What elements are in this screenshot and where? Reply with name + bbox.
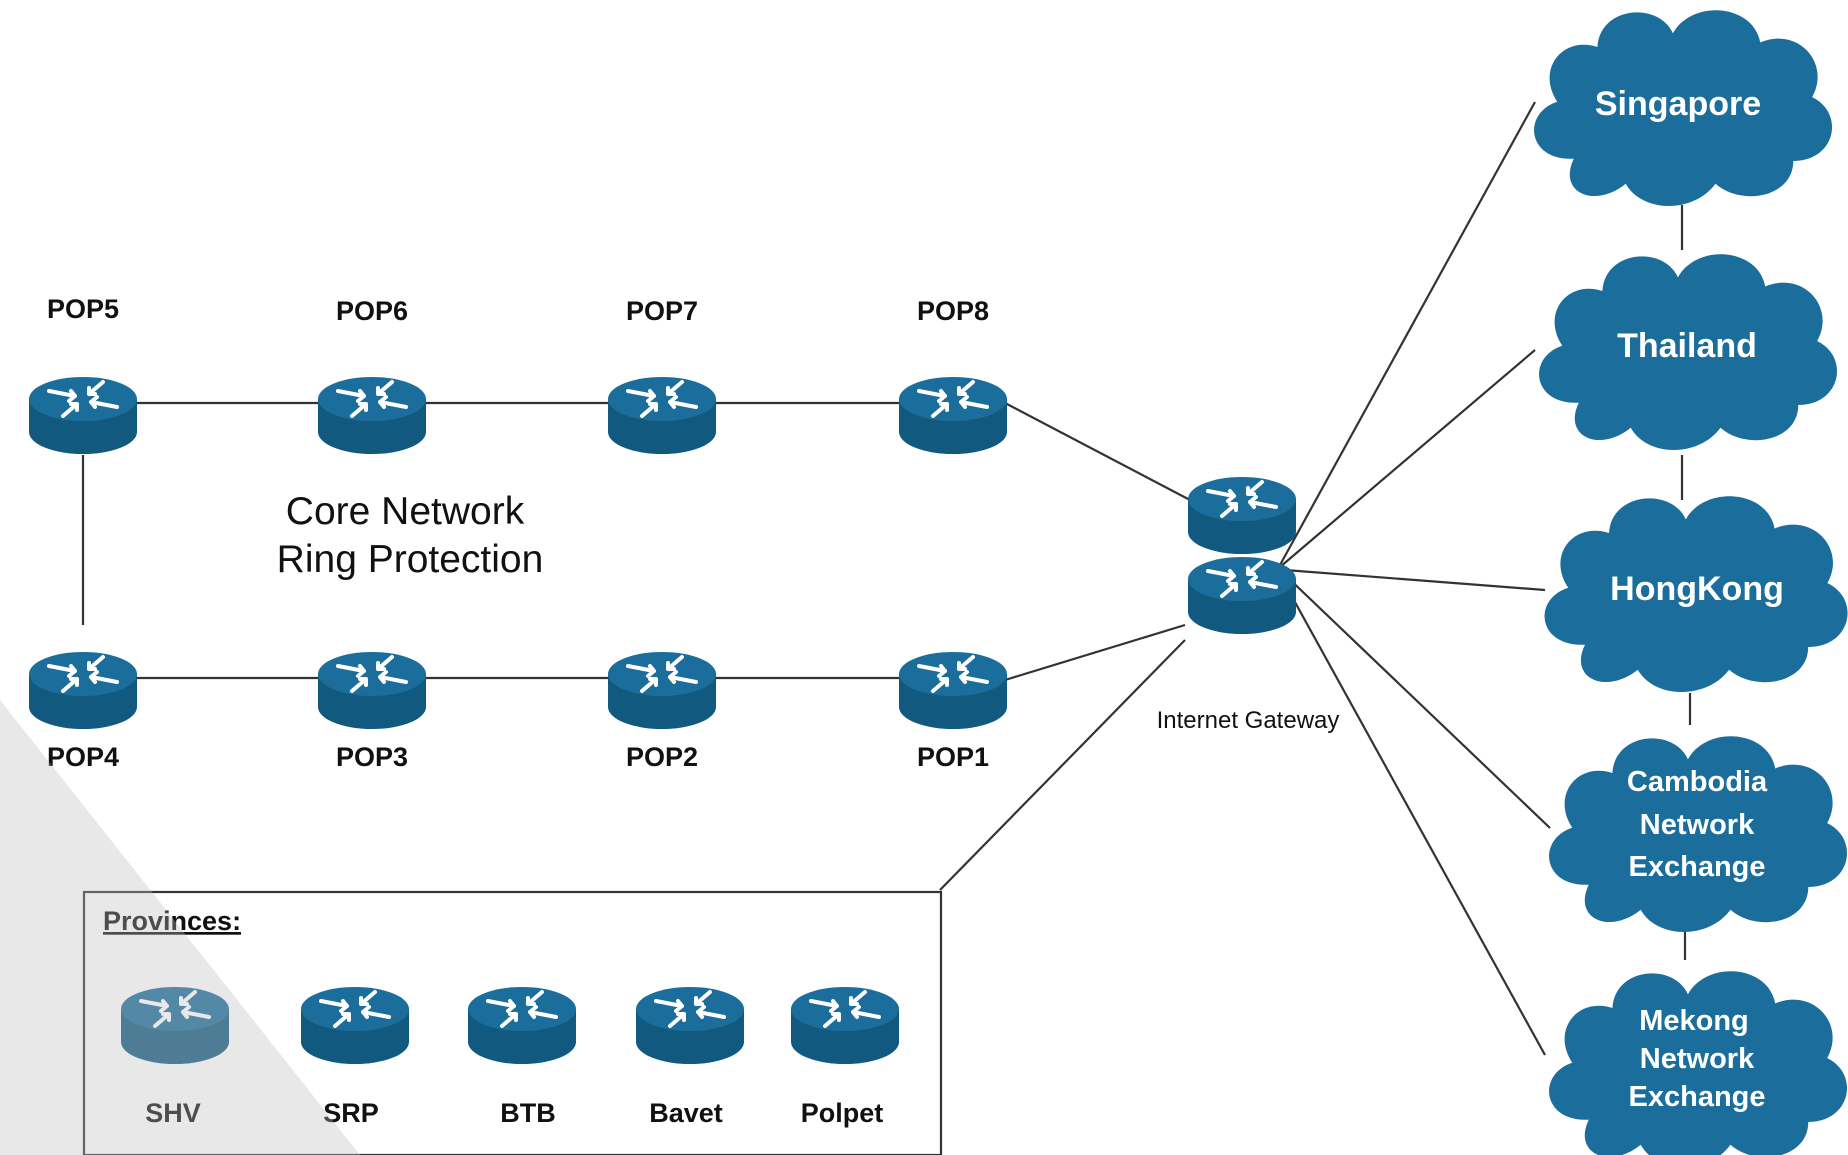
router-icon: [606, 650, 718, 731]
pop7-label: POP7: [626, 296, 698, 326]
link-gateway-provinces: [939, 639, 1186, 891]
gateway-label: Internet Gateway: [1157, 707, 1340, 734]
link-gateway-singapore: [1279, 101, 1536, 566]
province-srp-label: SRP: [323, 1098, 379, 1128]
router-icon: [897, 650, 1009, 731]
router-icon: [27, 650, 139, 731]
cloud-mnx-line3: Exchange: [1629, 1081, 1766, 1113]
router-icon: [316, 375, 428, 456]
pop3-label: POP3: [336, 742, 408, 772]
cloud-cnx-line2: Network: [1640, 809, 1755, 841]
link-gateway-mnx: [1279, 574, 1546, 1056]
link-gateway-thailand: [1279, 349, 1536, 568]
province-polpet-label: Polpet: [801, 1098, 884, 1128]
cloud-mnx-line2: Network: [1640, 1043, 1755, 1075]
cloud-thailand-label: Thailand: [1617, 327, 1757, 365]
router-icon: [606, 375, 718, 456]
pop2-label: POP2: [626, 742, 698, 772]
province-btb-label: BTB: [500, 1098, 556, 1128]
link-pop8-gateway: [1004, 402, 1191, 501]
pop8-label: POP8: [917, 296, 989, 326]
links: [81, 101, 1692, 1056]
router-icon: [634, 985, 746, 1066]
router-icon: [897, 375, 1009, 456]
province-bavet-label: Bavet: [649, 1098, 723, 1128]
cloud-mnx-line1: Mekong: [1639, 1005, 1749, 1037]
cloud-cnx-line1: Cambodia: [1627, 766, 1768, 798]
link-gateway-cnx: [1282, 572, 1551, 829]
link-pop1-gateway: [1004, 623, 1186, 682]
pop5-label: POP5: [47, 294, 119, 324]
province-shv-label: SHV: [145, 1098, 201, 1128]
provinces-title: Provinces:: [103, 906, 241, 936]
provinces-box: [82, 890, 943, 1155]
router-icon: [316, 650, 428, 731]
core-title-line1: Core Network: [286, 490, 525, 533]
cloud-singapore-label: Singapore: [1595, 85, 1761, 123]
router-icon: [299, 985, 411, 1066]
cloud-hongkong-label: HongKong: [1610, 570, 1784, 608]
link-gateway-hongkong: [1284, 568, 1546, 592]
core-title-line2: Ring Protection: [277, 538, 544, 581]
cloud-cnx-line3: Exchange: [1629, 851, 1766, 883]
router-icon: [1186, 555, 1298, 636]
router-icon: [1186, 475, 1298, 556]
router-icon: [27, 375, 139, 456]
pop6-label: POP6: [336, 296, 408, 326]
router-icon: [466, 985, 578, 1066]
corner-overlay: [0, 700, 360, 1155]
pop4-label: POP4: [47, 742, 119, 772]
router-icon: [789, 985, 901, 1066]
pop1-label: POP1: [917, 742, 989, 772]
